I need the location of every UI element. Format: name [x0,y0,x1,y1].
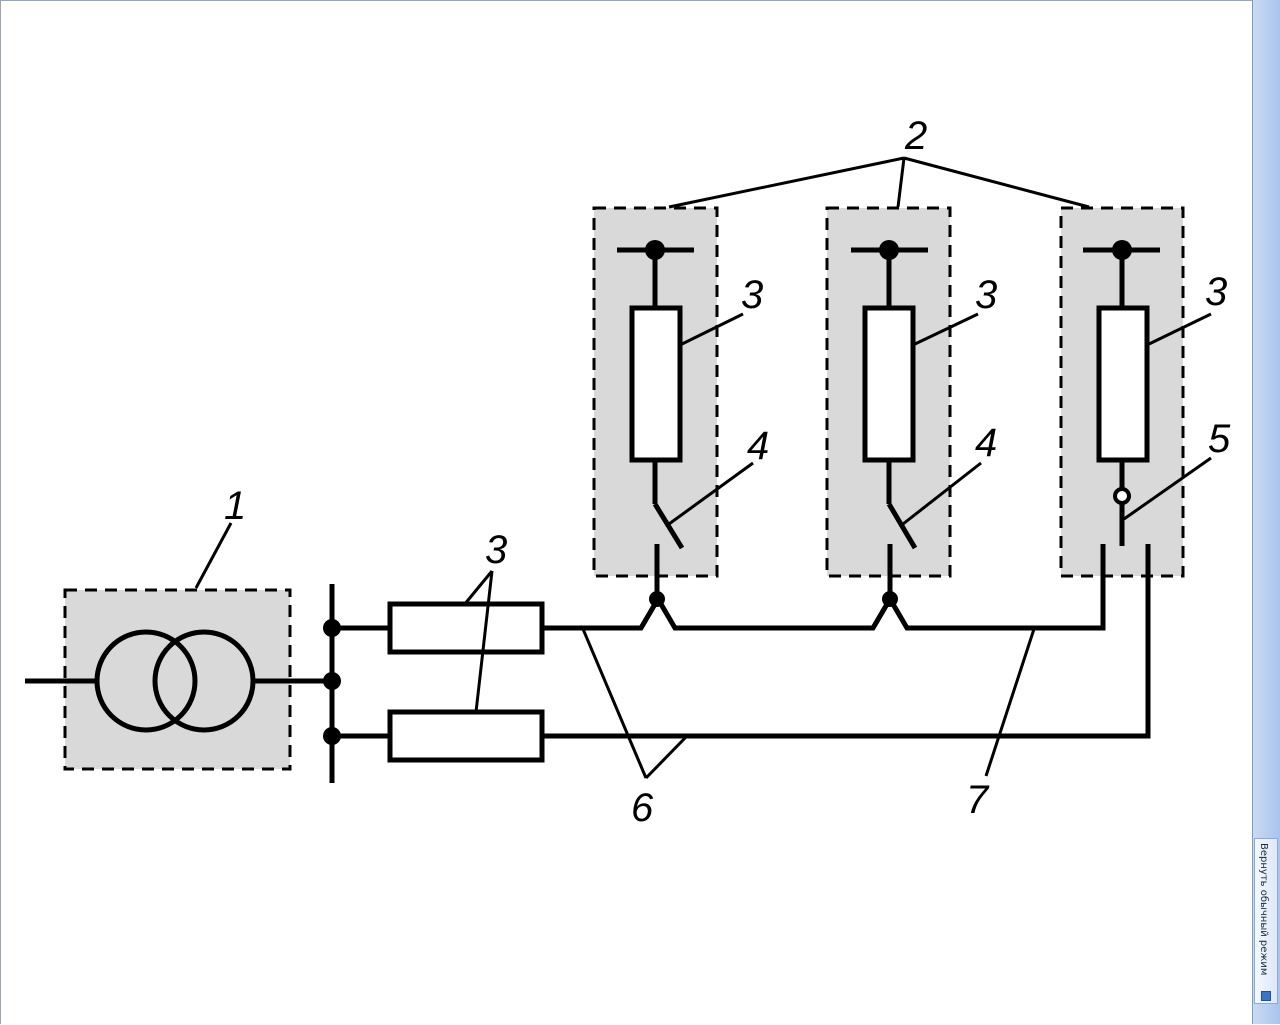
busbar [323,584,341,783]
diagram-canvas: 1 2 3 3 3 4 4 5 3 6 7 [0,0,1252,1024]
leader-lines [194,156,1212,780]
transformer-symbol [25,629,332,733]
label-3-panel-3: 3 [1205,270,1227,314]
line-fuses [332,601,545,763]
label-2: 2 [904,114,927,158]
upper-line [542,544,1106,631]
restore-normal-mode-label: Вернуть обычный режим [1258,843,1269,976]
label-3-panel-2: 3 [975,273,997,317]
label-5: 5 [1208,417,1231,461]
lower-line [542,544,1151,739]
panel-3-internals [1083,240,1160,546]
panel-1-internals [617,240,694,607]
label-3-line-fuses: 3 [485,528,507,572]
label-4-panel-2: 4 [975,421,997,465]
label-7: 7 [966,778,990,822]
restore-normal-mode-button[interactable]: Вернуть обычный режим [1254,838,1278,1004]
label-6: 6 [631,786,654,830]
label-4-panel-1: 4 [747,424,769,468]
restore-window-icon [1261,991,1271,1001]
label-1: 1 [224,484,246,528]
label-3-panel-1: 3 [741,273,763,317]
circuit-diagram: 1 2 3 3 3 4 4 5 3 6 7 [25,114,1231,830]
panel-2-internals [851,240,928,607]
